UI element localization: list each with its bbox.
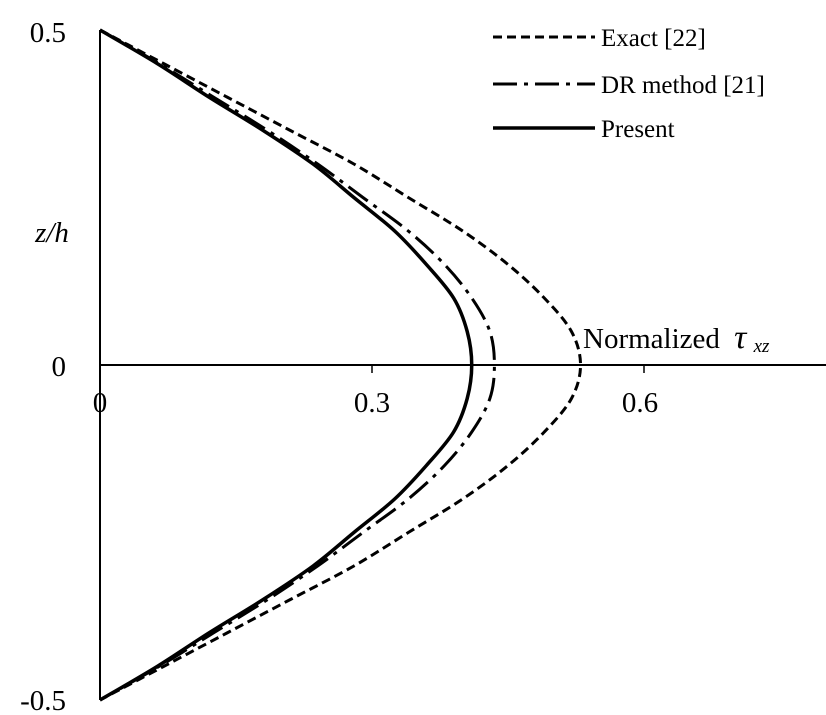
y-axis-label: z/h xyxy=(34,217,69,249)
legend-label-exact: Exact [22] xyxy=(601,25,706,52)
x-axis-label-symbol: τ xyxy=(734,319,748,356)
legend-label-dr: DR method [21] xyxy=(601,72,765,99)
x-tick-label-0: 0 xyxy=(93,387,108,419)
y-tick-label-zero: 0 xyxy=(52,351,67,383)
x-tick-label-1: 0.3 xyxy=(354,387,390,419)
series-line-1 xyxy=(99,28,496,702)
y-tick-label-bottom: -0.5 xyxy=(20,685,66,715)
y-tick-label-top: 0.5 xyxy=(30,17,66,49)
legend-label-present: Present xyxy=(601,116,675,143)
legend: Exact [22] DR method [21] Present xyxy=(493,25,765,143)
x-axis-label-subscript: xz xyxy=(753,336,770,357)
x-axis-label: Normalized τ xz xyxy=(583,319,770,357)
x-tick-label-2: 0.6 xyxy=(622,387,658,419)
x-axis-label-text: Normalized xyxy=(583,323,720,355)
